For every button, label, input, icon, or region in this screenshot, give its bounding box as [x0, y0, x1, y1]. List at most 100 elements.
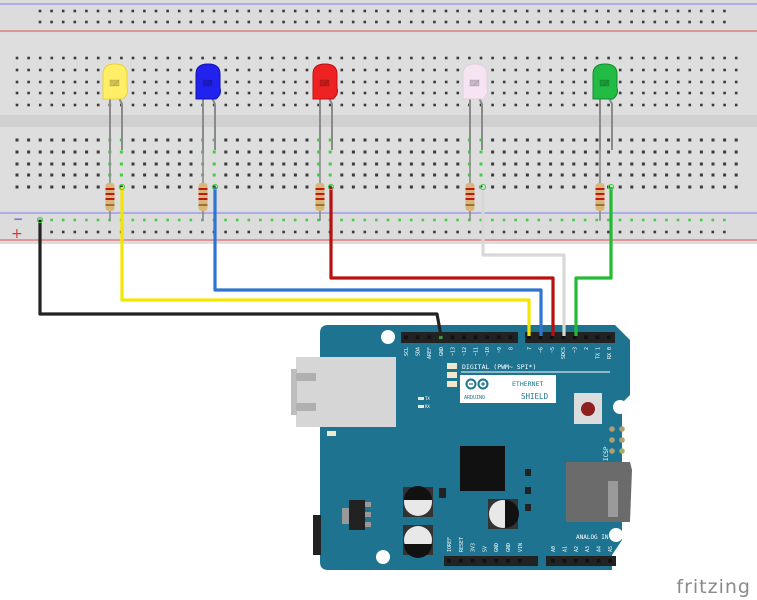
hole — [549, 173, 553, 177]
header-pin-3[interactable] — [572, 335, 577, 340]
hole — [595, 150, 599, 154]
pin-label: 7 — [527, 347, 533, 350]
led-leg — [328, 97, 333, 150]
led-white[interactable] — [462, 63, 488, 150]
rail-hole — [630, 230, 633, 234]
wire-endpoint[interactable] — [211, 183, 219, 191]
rail-minus-label: − — [13, 212, 23, 226]
top-header-pins — [404, 335, 611, 340]
hole — [421, 91, 425, 95]
analog-pin[interactable] — [574, 559, 578, 563]
wire-path[interactable] — [574, 187, 613, 336]
analog-pin[interactable] — [596, 559, 601, 563]
pin-label: A2 — [574, 546, 580, 552]
icsp-pin — [619, 426, 625, 432]
rail-hole — [282, 218, 285, 222]
white-wire[interactable] — [479, 183, 566, 336]
rail-hole — [607, 218, 610, 222]
power-pin[interactable] — [494, 559, 498, 563]
gnd-wire[interactable] — [36, 216, 443, 337]
wire-path[interactable] — [481, 187, 566, 336]
wire-path[interactable] — [38, 220, 443, 337]
rail-hole — [653, 218, 657, 222]
header-pin-scl[interactable] — [404, 335, 408, 340]
header-pin-sda[interactable] — [415, 335, 420, 340]
power-pin[interactable] — [470, 559, 475, 563]
analog-pin[interactable] — [608, 559, 612, 563]
header-pin-10[interactable] — [485, 335, 489, 340]
header-pin-11[interactable] — [473, 335, 478, 340]
hole — [85, 173, 89, 177]
rail-hole — [537, 230, 541, 234]
header-pin-rx0[interactable] — [607, 335, 611, 340]
header-pin-8[interactable] — [508, 335, 513, 340]
power-pin[interactable] — [459, 559, 463, 563]
led-blue[interactable] — [195, 63, 221, 150]
header-pin-2[interactable] — [584, 335, 588, 340]
bottom-header-pins — [447, 559, 612, 563]
analog-pin[interactable] — [562, 559, 567, 563]
hole — [549, 68, 552, 72]
blue-wire[interactable] — [211, 183, 543, 336]
power-pin[interactable] — [506, 559, 510, 563]
hole — [38, 173, 42, 177]
hole — [456, 68, 460, 72]
red-wire[interactable] — [327, 183, 555, 336]
wire-endpoint[interactable] — [118, 183, 126, 191]
rail-hole — [723, 20, 726, 24]
reset-button-cap[interactable] — [581, 402, 595, 416]
header-pin-tx1[interactable] — [595, 335, 600, 340]
led-green[interactable] — [592, 63, 618, 150]
header-pin-sdcs[interactable] — [561, 335, 565, 340]
pin-label: 2 — [584, 347, 590, 350]
header-pin-6[interactable] — [538, 335, 543, 340]
wire-path[interactable] — [213, 187, 543, 336]
header-pin-gnd[interactable] — [439, 335, 443, 340]
hole — [468, 56, 471, 60]
rail-hole — [665, 20, 668, 24]
power-pin[interactable] — [447, 559, 451, 563]
hole — [189, 185, 193, 189]
header-pin-5[interactable] — [550, 335, 554, 340]
wire-path[interactable] — [120, 187, 531, 336]
rail-hole — [699, 230, 703, 234]
hole — [85, 162, 89, 166]
header-pin-9[interactable] — [497, 335, 501, 340]
icsp-header — [609, 426, 625, 454]
resistor[interactable] — [105, 150, 115, 221]
hole — [62, 80, 65, 84]
hole — [688, 185, 692, 189]
led-red[interactable] — [312, 63, 338, 150]
wire-endpoint[interactable] — [327, 183, 335, 191]
resistor[interactable] — [198, 150, 208, 221]
analog-pin[interactable] — [585, 559, 589, 563]
hole — [363, 91, 367, 95]
wire-endpoint[interactable] — [479, 183, 487, 191]
led-yellow[interactable] — [102, 63, 128, 150]
power-pin[interactable] — [518, 559, 522, 563]
hole — [328, 103, 332, 107]
resistor-band — [465, 198, 475, 200]
header-pin-7[interactable] — [527, 335, 531, 340]
hole — [641, 162, 645, 166]
resistor[interactable] — [465, 150, 475, 221]
green-wire[interactable] — [574, 183, 615, 336]
power-pin[interactable] — [482, 559, 487, 563]
hole — [456, 173, 460, 177]
hole — [363, 68, 367, 72]
wire-endpoint[interactable] — [607, 183, 615, 191]
header-pin-aref[interactable] — [427, 335, 431, 340]
resistor[interactable] — [595, 150, 605, 221]
analog-pin[interactable] — [551, 559, 555, 563]
resistor[interactable] — [315, 150, 325, 221]
hole — [38, 103, 42, 107]
wire-endpoint[interactable] — [36, 216, 44, 224]
rail-hole — [317, 20, 320, 24]
yellow-wire[interactable] — [118, 183, 531, 336]
ethernet-jack-latch — [296, 403, 316, 411]
rail-hole — [549, 9, 552, 13]
pin-label: A1 — [562, 546, 568, 552]
header-pin-13[interactable] — [450, 335, 455, 340]
header-pin-12[interactable] — [462, 335, 466, 340]
wire-path[interactable] — [329, 187, 555, 336]
